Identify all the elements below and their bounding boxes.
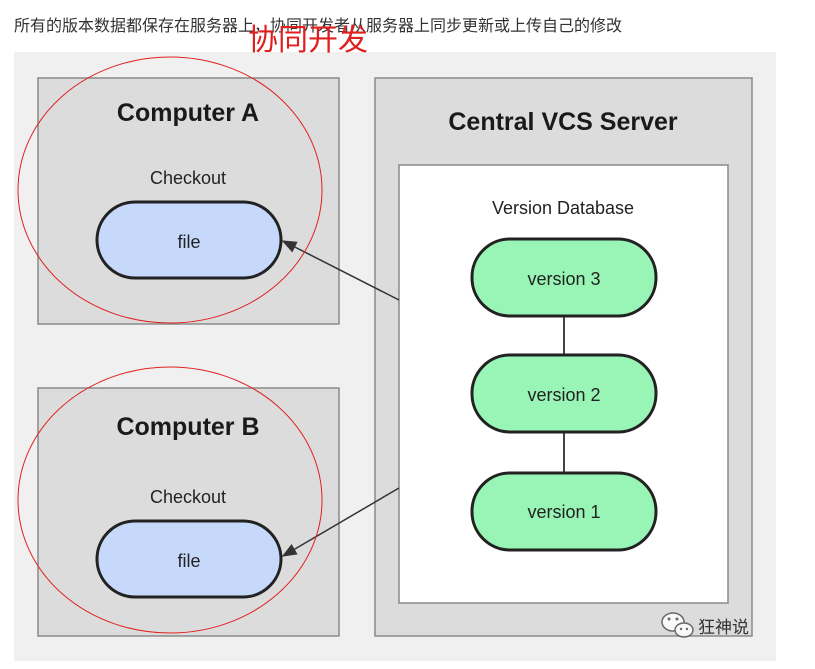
computer-b-title: Computer B [116,413,259,441]
arrow-server-to-computer-b [281,487,400,557]
wechat-icon [661,612,694,638]
computer-b-file-label: file [177,551,200,571]
version-database-label: Version Database [492,198,634,218]
version-3-label: version 3 [527,269,600,289]
watermark-text: 狂神说 [698,618,749,638]
annotation-circle-b [17,366,323,634]
computer-b-file-node [95,519,283,599]
computer-a-checkout-label: Checkout [150,168,226,188]
computer-a: Computer A Checkout file [37,77,340,325]
watermark: 狂神说 [661,612,749,638]
annotation-circle-a [17,56,323,324]
arrow-server-to-computer-a [281,240,400,301]
computer-b: Computer B Checkout file [37,387,340,637]
computer-a-file-node [95,200,283,280]
version-1-label: version 1 [527,502,600,522]
version-3-node [470,237,658,318]
computer-a-title: Computer A [117,99,259,127]
server-title: Central VCS Server [448,108,678,136]
computer-b-checkout-label: Checkout [150,487,226,507]
version-1-node [470,471,658,552]
version-2-node [470,353,658,434]
version-2-label: version 2 [527,385,600,405]
page-caption: 所有的版本数据都保存在服务器上，协同开发者从服务器上同步更新或上传自己的修改 [14,16,623,35]
computer-a-file-label: file [177,232,200,252]
annotation-text: 协同开发 [248,23,368,58]
central-vcs-server: Central VCS Server Version Database vers… [374,77,753,637]
